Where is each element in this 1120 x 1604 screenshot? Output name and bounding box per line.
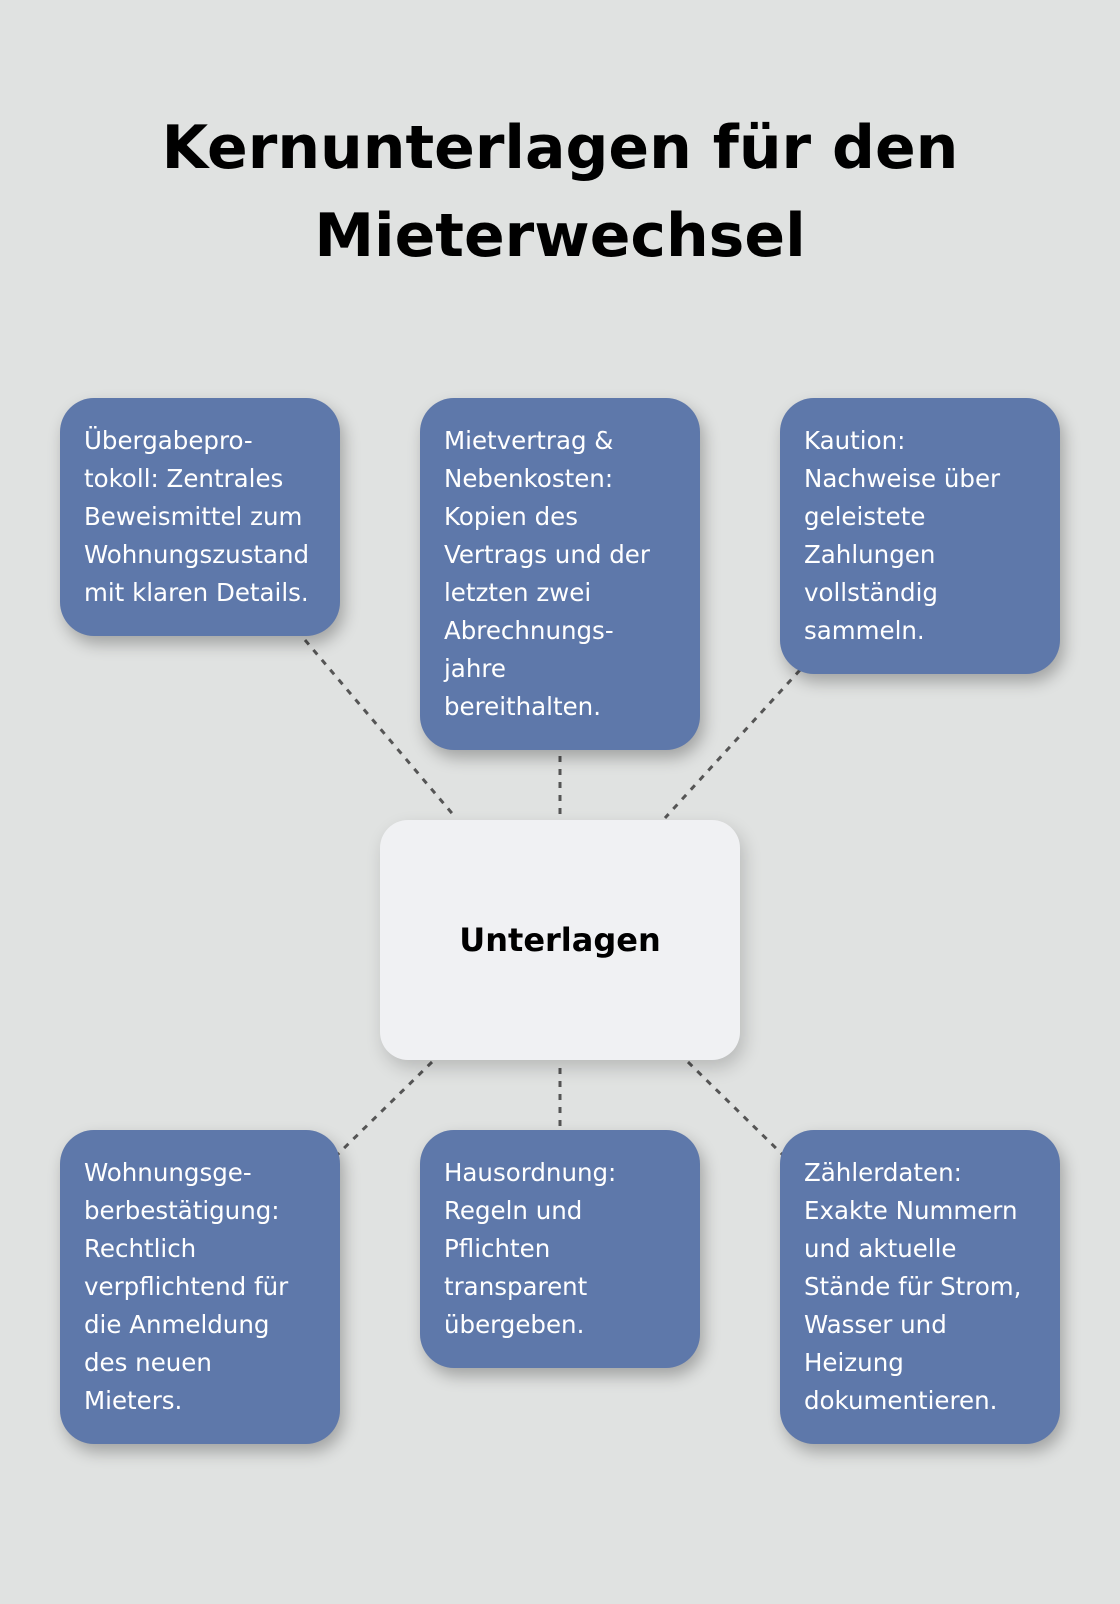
node-mietvertrag-nebenkosten: Mietvertrag & Nebenkosten: Kopien des Ve… [420,398,700,750]
node-uebergabeprotokoll: Übergabepro- tokoll: Zentrales Beweismit… [60,398,340,636]
center-node: Unterlagen [380,820,740,1060]
diagram-title: Kernunterlagen für den Mieterwechsel [161,113,959,271]
center-label: Unterlagen [459,921,661,959]
connector-bottom-left [334,1060,434,1158]
connector-bottom-right [686,1060,786,1158]
node-hausordnung: Hausordnung: Regeln und Pflichten transp… [420,1130,700,1368]
node-kaution: Kaution: Nachweise über geleistete Zahlu… [780,398,1060,674]
node-wohnungsgeberbestaetigung: Wohnungsge- berbestätigung: Rechtlich ve… [60,1130,340,1444]
node-zaehlerdaten: Zählerdaten: Exakte Nummern und aktuelle… [780,1130,1060,1444]
